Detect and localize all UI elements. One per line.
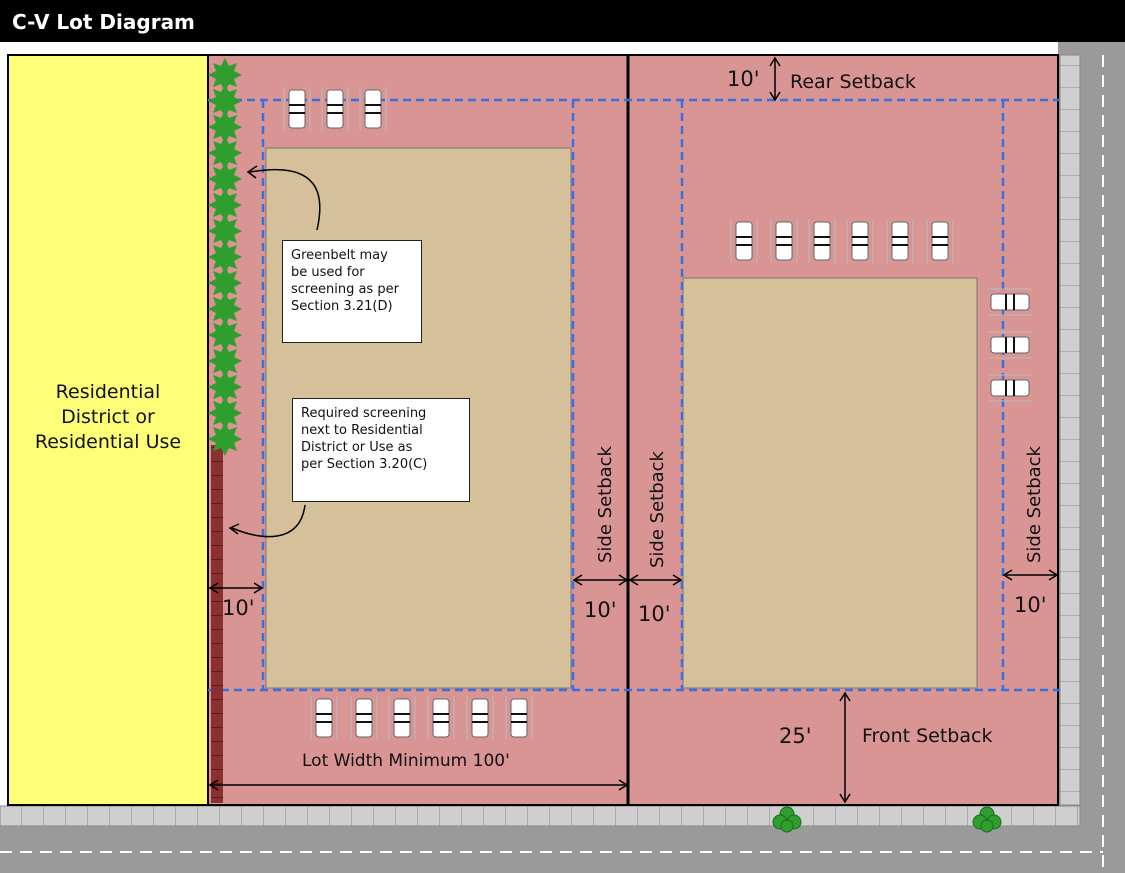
parking-top-left bbox=[283, 86, 387, 132]
setback-lines bbox=[208, 98, 1060, 692]
side-dim-left-inner: 10' bbox=[584, 598, 617, 622]
side-dim-left-outer: 10' bbox=[222, 596, 255, 620]
road-horizontal bbox=[0, 825, 1125, 873]
title-bar bbox=[0, 0, 1125, 42]
residential-district bbox=[7, 54, 209, 806]
lot-width-label: Lot Width Minimum 100' bbox=[302, 751, 510, 771]
side-dim-right-inner: 10' bbox=[638, 602, 671, 626]
side-setback-label-2: Side Setback bbox=[647, 450, 668, 568]
side-setback-label-1: Side Setback bbox=[595, 445, 616, 563]
parking-side-right bbox=[987, 288, 1033, 402]
greenbelt-trees bbox=[208, 58, 242, 456]
front-setback-label: Front Setback bbox=[862, 725, 992, 747]
front-dim-label: 25' bbox=[779, 724, 812, 748]
side-setback-label-3: Side Setback bbox=[1024, 445, 1045, 563]
greenbelt-note: Greenbelt may be used for screening as p… bbox=[282, 240, 422, 343]
building-right bbox=[682, 277, 978, 689]
screening-note: Required screening next to Residential D… bbox=[292, 398, 470, 502]
dimension-arrows bbox=[208, 56, 1059, 804]
side-dim-right-outer: 10' bbox=[1014, 593, 1047, 617]
screening-wall bbox=[211, 445, 223, 803]
sidewalk-horizontal bbox=[0, 805, 1081, 827]
rear-dim-label: 10' bbox=[727, 67, 760, 91]
page-title: C-V Lot Diagram bbox=[12, 10, 195, 34]
residential-label: Residential District or Residential Use bbox=[34, 381, 182, 453]
rear-setback-label: Rear Setback bbox=[790, 71, 916, 93]
sidewalk-vertical bbox=[1059, 54, 1081, 806]
